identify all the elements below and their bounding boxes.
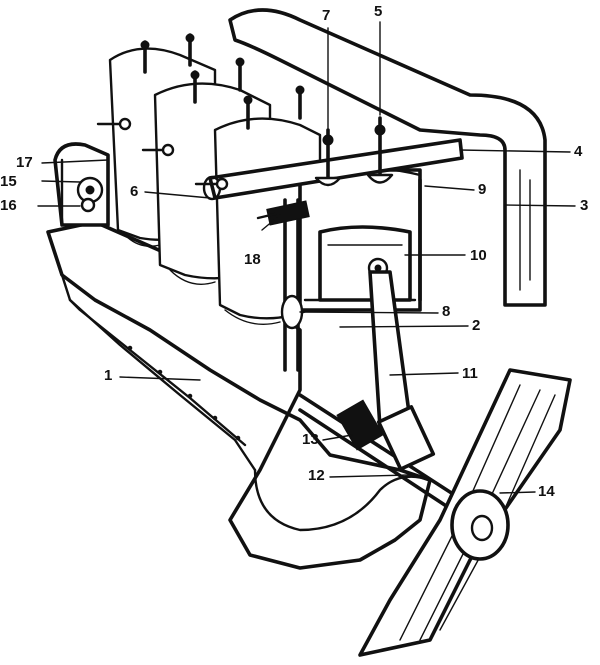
- callout-8: 8: [442, 303, 451, 320]
- callout-9: 9: [478, 181, 487, 198]
- valve-7: [314, 128, 342, 187]
- callout-11: 11: [462, 365, 478, 382]
- callout-15: 15: [0, 173, 17, 190]
- side-fittings: [96, 117, 229, 191]
- crankcase-bottom-curve: [253, 468, 432, 532]
- callout-18: 18: [244, 251, 261, 268]
- callout-16: 16: [0, 197, 17, 214]
- callout-10: 10: [470, 247, 487, 264]
- piston: [318, 225, 412, 302]
- flange-bolts: [127, 345, 241, 441]
- valve-5: [366, 116, 394, 184]
- callout-1: 1: [104, 367, 113, 384]
- leader-lines: [37, 21, 576, 494]
- callout-2: 2: [472, 317, 481, 334]
- crankcase-lower-edge: [60, 273, 257, 472]
- magneto: [53, 142, 110, 227]
- crankshaft: [298, 393, 472, 517]
- callout-12: 12: [308, 467, 325, 484]
- callout-3: 3: [580, 197, 589, 214]
- callout-17: 17: [16, 154, 33, 171]
- callout-6: 6: [130, 183, 139, 200]
- flywheel-wood: [358, 368, 572, 657]
- callout-13: 13: [302, 431, 319, 448]
- spark-plugs: [140, 33, 305, 130]
- callout-5: 5: [374, 3, 383, 20]
- callout-4: 4: [574, 143, 583, 160]
- callout-14: 14: [538, 483, 555, 500]
- water-pipe: [228, 8, 547, 307]
- callout-7: 7: [322, 7, 331, 24]
